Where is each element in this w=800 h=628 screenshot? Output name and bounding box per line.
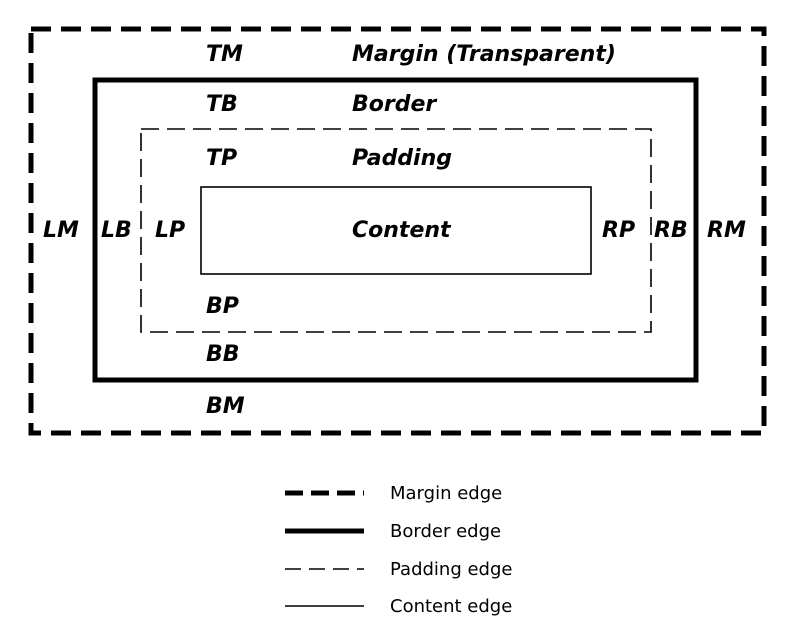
border-top-label: TB [206,92,238,117]
padding-edge-rect [140,128,652,333]
padding-top-label: TP [206,146,237,171]
border-title: Border [352,92,437,117]
legend-label-content-edge: Content edge [390,596,512,617]
legend-label-margin-edge: Margin edge [390,483,502,504]
legend-label-border-edge: Border edge [390,521,501,542]
legend-item-content-edge: Content edge [285,596,512,617]
legend: Margin edge Border edge Padding edge Con… [285,483,512,617]
margin-right-label: RM [707,218,746,243]
padding-bottom-label: BP [206,294,239,319]
margin-left-label: LM [43,218,79,243]
legend-item-margin-edge: Margin edge [285,483,502,504]
legend-label-padding-edge: Padding edge [390,559,512,580]
padding-right-label: RP [602,218,635,243]
content-edge-rect [200,186,592,275]
border-right-label: RB [654,218,688,243]
content-title: Content [352,218,452,243]
margin-title: Margin (Transparent) [352,42,616,67]
border-bottom-label: BB [206,342,240,367]
border-edge-rect [92,77,699,383]
border-left-label: LB [101,218,132,243]
legend-item-padding-edge: Padding edge [285,559,512,580]
margin-edge-rect [28,26,767,436]
margin-bottom-label: BM [206,394,245,419]
padding-left-label: LP [155,218,185,243]
legend-item-border-edge: Border edge [285,521,501,542]
margin-top-label: TM [206,42,243,67]
padding-title: Padding [352,146,452,171]
